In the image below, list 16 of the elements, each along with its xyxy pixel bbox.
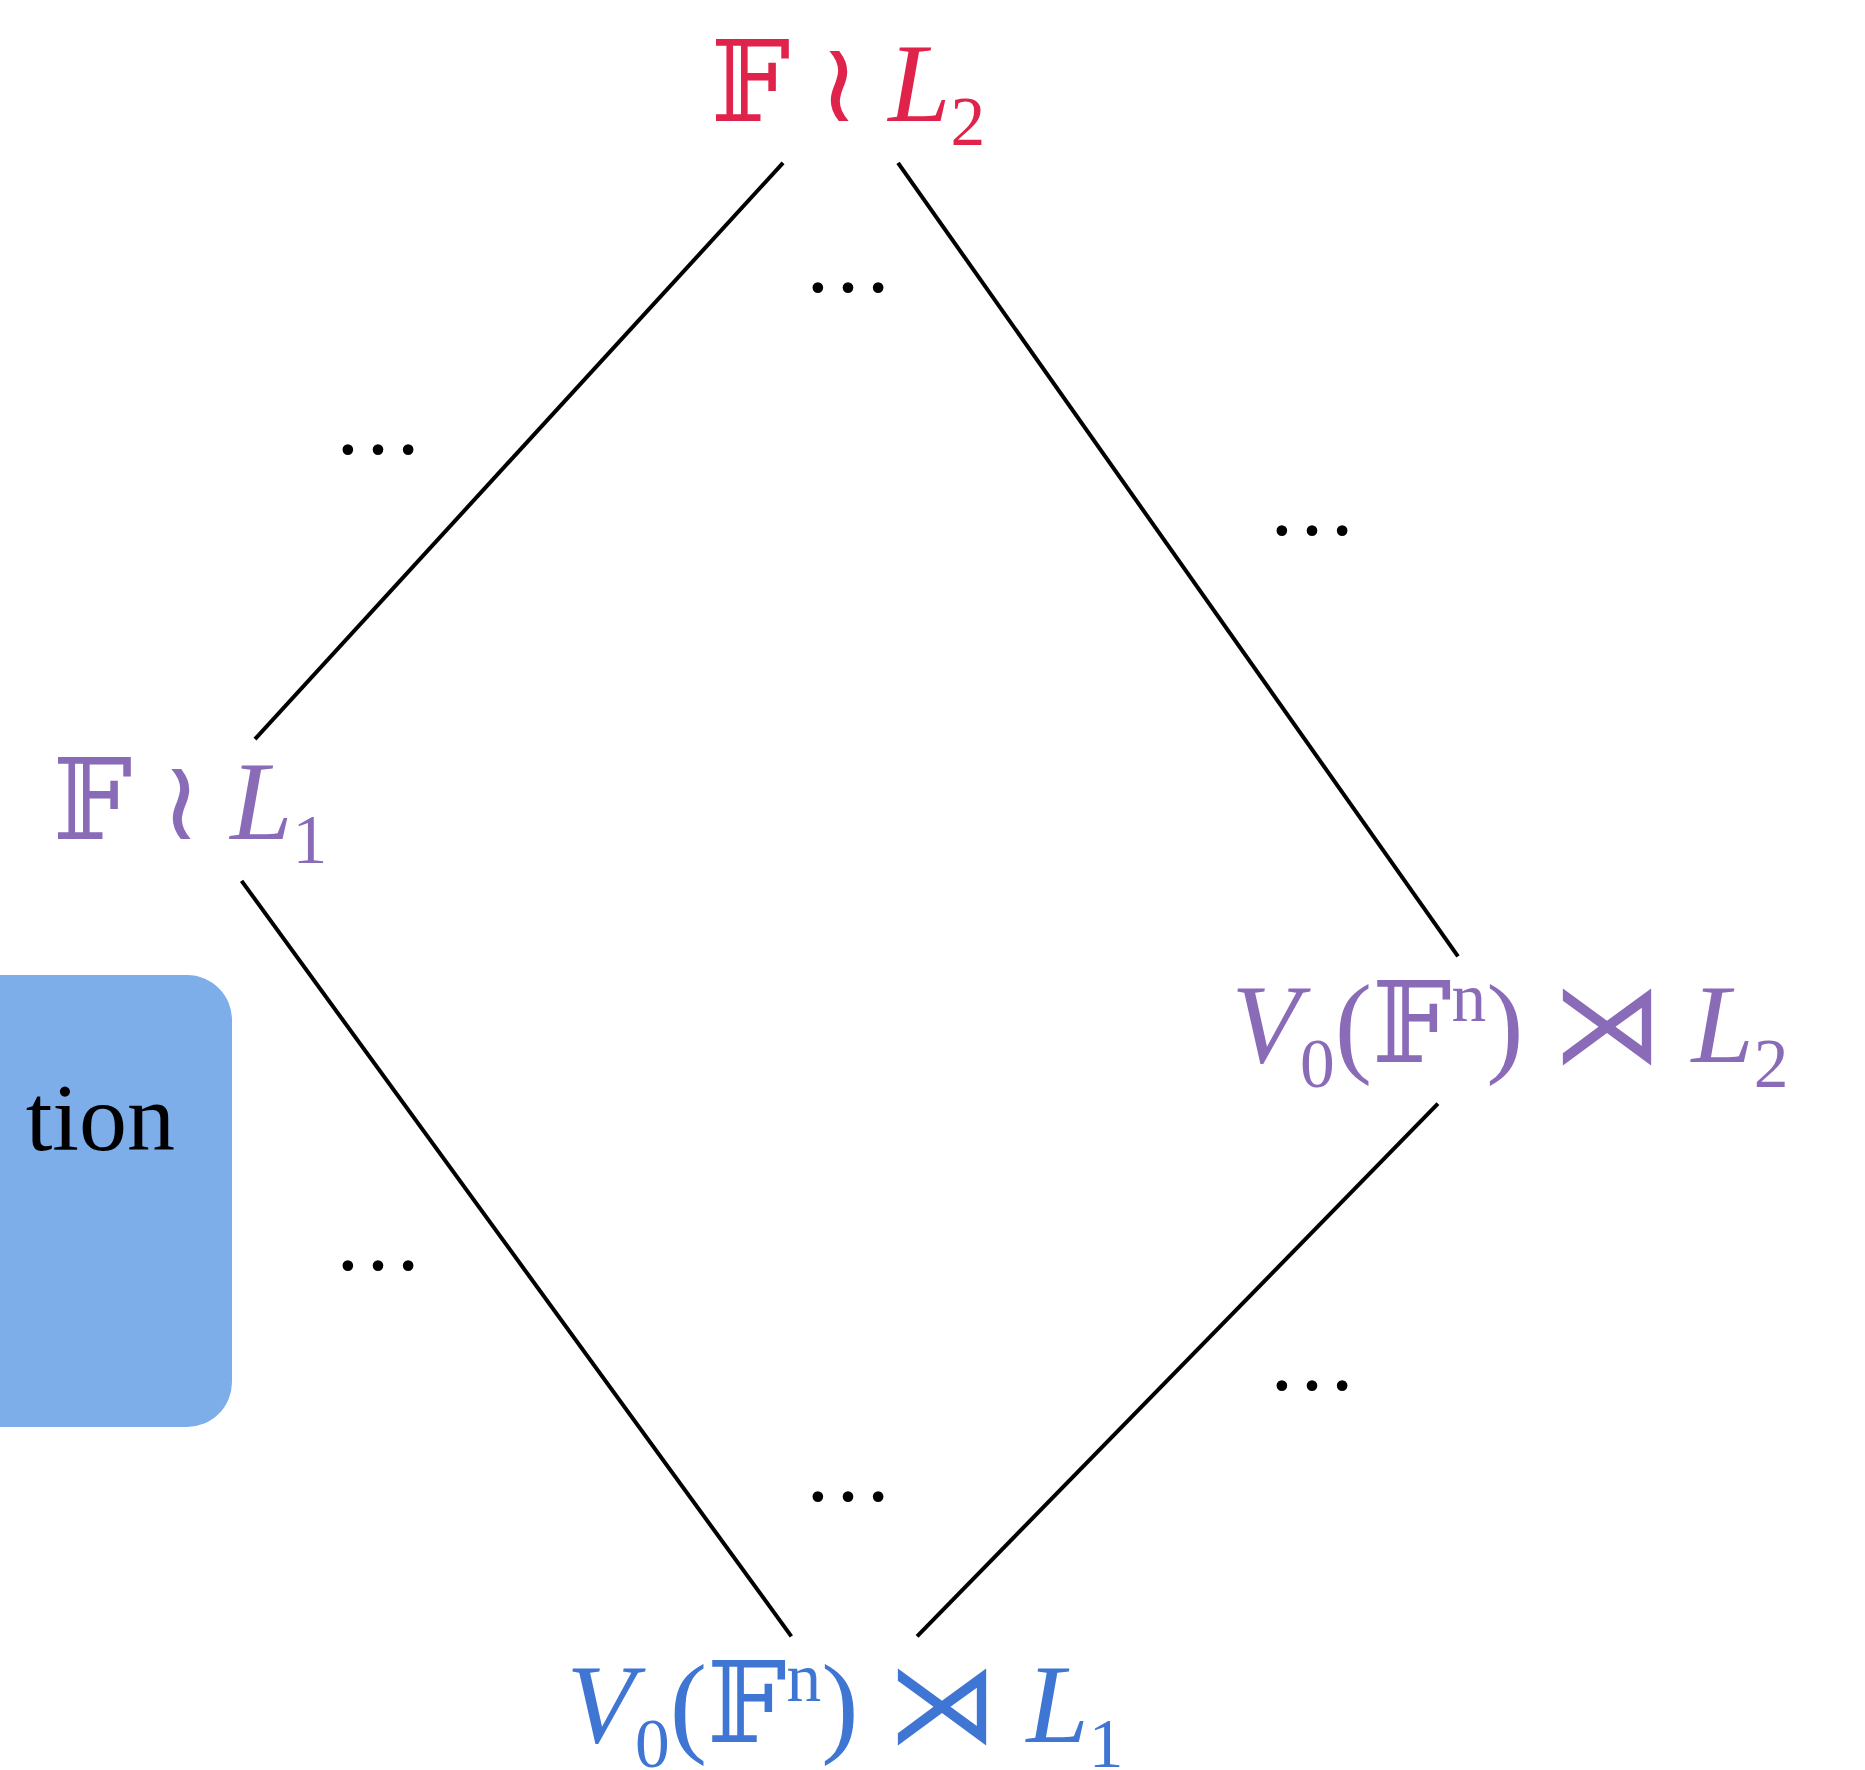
rounded-panel xyxy=(0,975,232,1427)
ellipsis: … xyxy=(333,379,423,469)
ellipsis: … xyxy=(333,1195,423,1285)
connector-line xyxy=(915,1102,1440,1638)
math-expression: V$_{0}$(𝔽$^{n}$) ⋊ L$_{2}$ xyxy=(1221,956,1799,1104)
connector-line xyxy=(896,161,1460,958)
math-expression: 𝔽 ≀ L$_{1}$ xyxy=(42,739,338,881)
panel-text: tion xyxy=(25,1070,175,1166)
math-expression: V$_{0}$(𝔽$^{n}$) ⋊ L$_{1}$ xyxy=(556,1636,1134,1770)
ellipsis: … xyxy=(803,217,893,307)
math-expression: 𝔽 ≀ L$_{2}$ xyxy=(700,21,996,163)
ellipsis: … xyxy=(803,1426,893,1516)
ellipsis: … xyxy=(1267,1315,1357,1405)
connector-line xyxy=(239,879,793,1638)
ellipsis: … xyxy=(1267,460,1357,550)
connector-line xyxy=(253,161,785,741)
